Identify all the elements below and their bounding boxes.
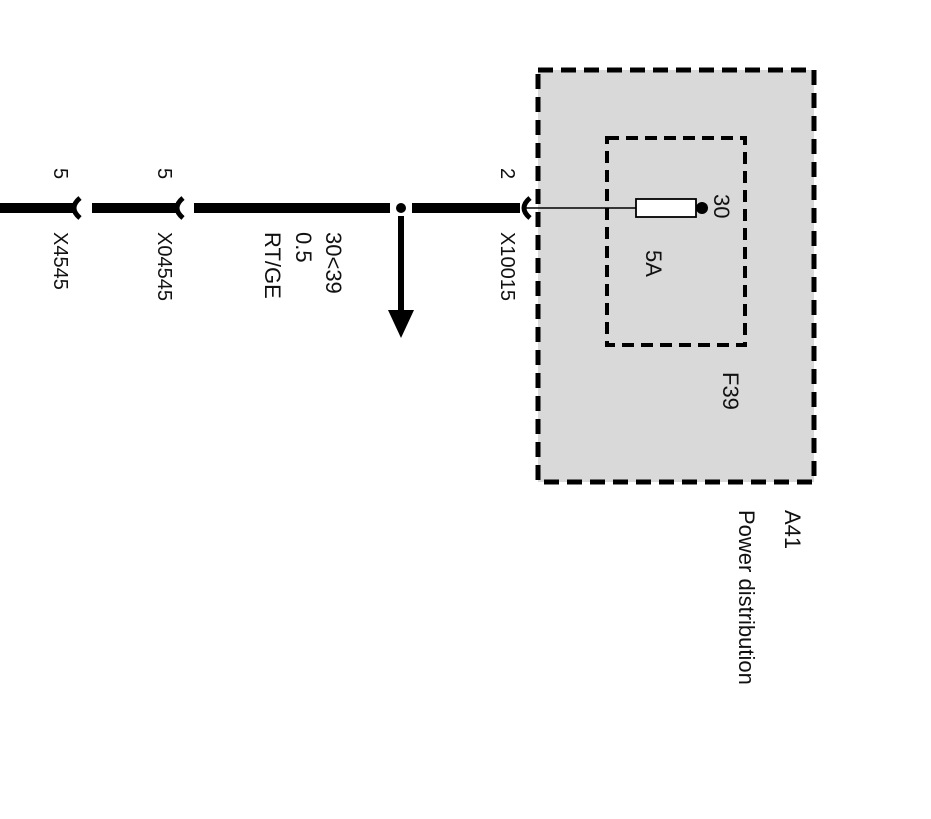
connector-cup-icon <box>521 196 532 220</box>
connector-cup-icon <box>174 196 185 220</box>
connector-id-x04545: X04545 <box>153 232 175 301</box>
fuse-id: F39 <box>718 372 743 410</box>
wire-circuit: 30<39 <box>321 232 346 294</box>
wire-color-code: RT/GE <box>260 232 285 299</box>
fuse-element <box>635 198 697 218</box>
wire-gauge: 0.5 <box>291 232 316 263</box>
connector-pin-x10015: 2 <box>496 168 518 179</box>
junction-dot-icon <box>396 203 406 213</box>
connector-cup-icon <box>71 196 82 220</box>
connector-id-x4545: X4545 <box>49 232 71 290</box>
connector-pin-x4545: 5 <box>49 168 71 179</box>
arrow-down-icon <box>388 310 414 338</box>
connector-pin-x04545: 5 <box>153 168 175 179</box>
module-a41-box <box>535 67 817 485</box>
fuse-terminal-label: 30 <box>709 194 734 218</box>
module-id: A41 <box>780 510 805 549</box>
fuse-rating: 5A <box>641 250 666 277</box>
fuse-terminal-dot <box>696 202 708 214</box>
module-name: Power distribution <box>734 510 759 685</box>
fuse-f39-box <box>605 136 747 347</box>
connector-id-x10015: X10015 <box>496 232 518 301</box>
